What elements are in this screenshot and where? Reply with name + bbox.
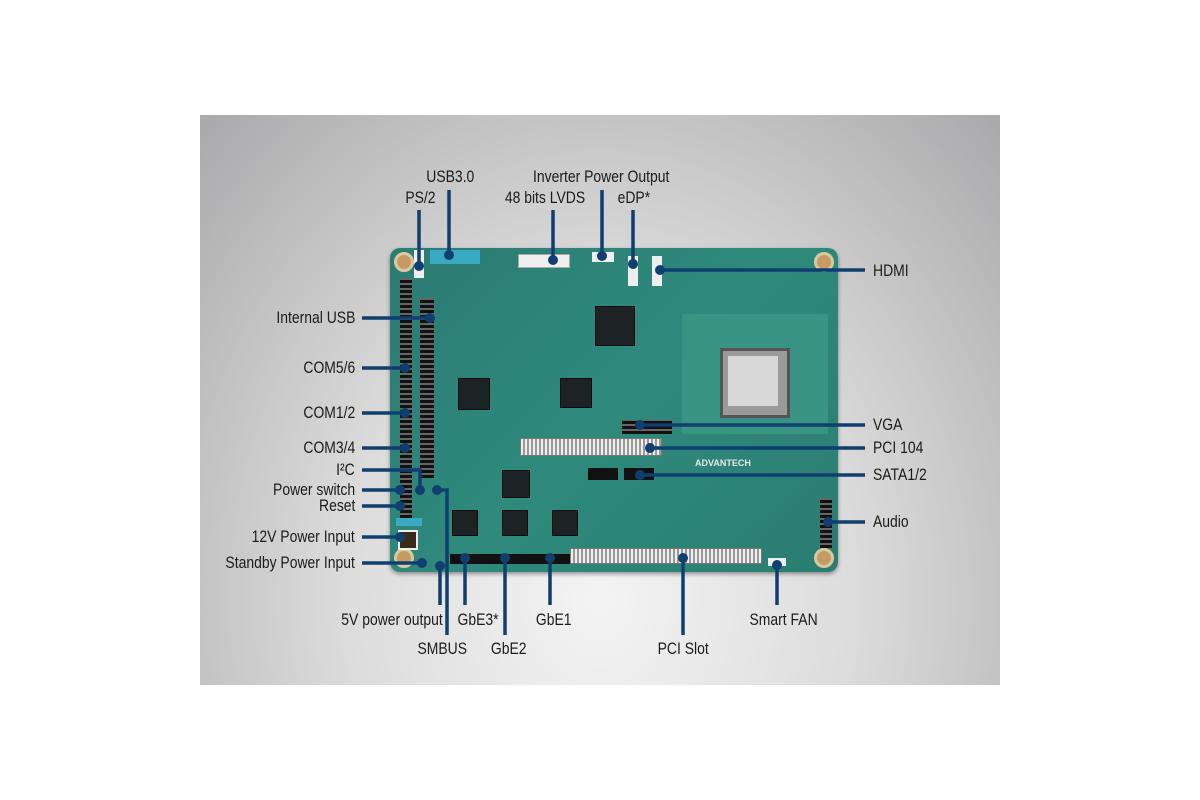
label-ps2: PS/2 bbox=[405, 188, 436, 207]
leader-dot-gbe2 bbox=[500, 553, 510, 563]
leader-dot-com56 bbox=[400, 363, 410, 373]
leader-dot-lvds bbox=[548, 255, 558, 265]
label-gbe1: GbE1 bbox=[535, 610, 572, 629]
label-audio: Audio bbox=[873, 512, 909, 531]
label-power-switch: Power switch bbox=[272, 480, 355, 499]
leader-dot-smart-fan bbox=[772, 560, 782, 570]
gbe3-header bbox=[450, 554, 490, 564]
label-lvds: 48 bits LVDS bbox=[504, 188, 586, 207]
chip bbox=[502, 470, 530, 498]
label-com34: COM3/4 bbox=[303, 438, 355, 457]
leader-dot-pci-slot bbox=[678, 553, 688, 563]
mount-hole bbox=[394, 252, 414, 272]
internal-usb-header bbox=[420, 298, 434, 478]
leader-dot-i2c bbox=[415, 485, 425, 495]
gbe2-header bbox=[490, 554, 530, 564]
label-edp: eDP* bbox=[617, 188, 651, 207]
motherboard: ADVANTECH bbox=[390, 248, 838, 572]
label-smbus: SMBUS bbox=[417, 639, 468, 658]
label-sata: SATA1/2 bbox=[873, 465, 927, 484]
leader-dot-5v bbox=[435, 561, 445, 571]
leader-dot-inverter bbox=[597, 251, 607, 261]
leader-dot-vga bbox=[635, 420, 645, 430]
chip bbox=[560, 378, 592, 408]
leader-dot-standby bbox=[417, 558, 427, 568]
battery bbox=[396, 518, 422, 526]
label-inverter: Inverter Power Output bbox=[532, 167, 670, 186]
leader-dot-power-switch bbox=[395, 485, 405, 495]
leader-dot-com34 bbox=[400, 443, 410, 453]
label-standby-power: Standby Power Input bbox=[225, 553, 355, 572]
leader-dot-ps2 bbox=[414, 261, 424, 271]
chip bbox=[595, 306, 635, 346]
leader-dot-gbe1 bbox=[545, 553, 555, 563]
leader-line-i2c bbox=[362, 468, 422, 490]
label-vga: VGA bbox=[873, 415, 903, 434]
leader-dot-hdmi bbox=[655, 265, 665, 275]
brand-logo: ADVANTECH bbox=[695, 458, 751, 468]
leader-dot-gbe3 bbox=[460, 553, 470, 563]
usb3-connector bbox=[430, 250, 480, 264]
pci-slot bbox=[570, 548, 762, 564]
label-gbe3: GbE3* bbox=[457, 610, 499, 629]
leader-dot-edp bbox=[628, 259, 638, 269]
leader-dot-usb30 bbox=[444, 250, 454, 260]
label-usb30: USB3.0 bbox=[426, 167, 475, 186]
label-smart-fan: Smart FAN bbox=[749, 610, 818, 629]
label-reset: Reset bbox=[318, 496, 355, 515]
leader-dot-audio bbox=[823, 517, 833, 527]
label-12v-power: 12V Power Input bbox=[251, 527, 355, 546]
leader-dot-12v bbox=[395, 532, 405, 542]
chip bbox=[552, 510, 578, 536]
label-i2c: I²C bbox=[336, 460, 355, 479]
com-headers bbox=[400, 278, 412, 518]
label-pci-slot: PCI Slot bbox=[657, 639, 709, 658]
cpu-die bbox=[728, 356, 778, 406]
label-com56: COM5/6 bbox=[303, 358, 355, 377]
chip bbox=[502, 510, 528, 536]
leader-dot-sata bbox=[635, 470, 645, 480]
chip bbox=[458, 378, 490, 410]
chip bbox=[452, 510, 478, 536]
mount-hole bbox=[814, 548, 834, 568]
leader-dot-smbus bbox=[432, 485, 442, 495]
edp-connector bbox=[628, 256, 638, 286]
label-internal-usb: Internal USB bbox=[275, 308, 355, 327]
label-com12: COM1/2 bbox=[303, 403, 355, 422]
leader-dot-reset bbox=[395, 501, 405, 511]
leader-dot-internal-usb bbox=[425, 313, 435, 323]
label-hdmi: HDMI bbox=[873, 261, 909, 280]
leader-dot-com12 bbox=[400, 408, 410, 418]
leader-dot-pci104 bbox=[645, 443, 655, 453]
label-pci104: PCI 104 bbox=[873, 438, 924, 457]
sata-connector bbox=[588, 468, 618, 480]
label-5v-output: 5V power output bbox=[341, 610, 443, 629]
label-gbe2: GbE2 bbox=[490, 639, 527, 658]
